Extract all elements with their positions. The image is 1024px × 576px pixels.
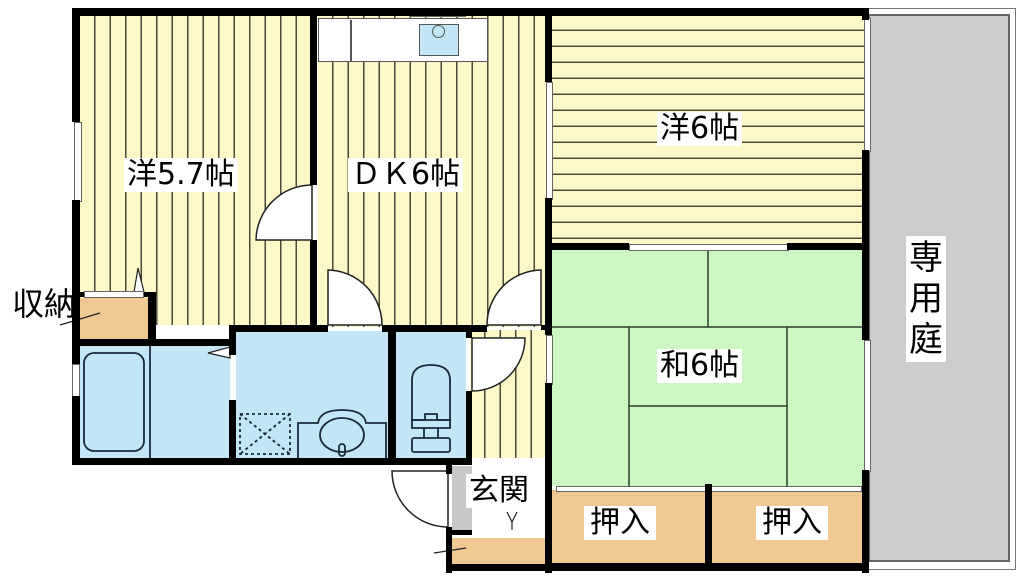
bathroom-floor bbox=[78, 346, 230, 458]
wall-bottom-right bbox=[545, 563, 869, 571]
window-bathroom bbox=[72, 364, 80, 398]
wall-room2-washitsu-r bbox=[787, 243, 868, 250]
wall-dk-room2-low bbox=[545, 383, 552, 573]
wall-right-top bbox=[862, 8, 869, 20]
storage-closet-floor bbox=[80, 298, 148, 340]
oshiire-1-label: 押入 bbox=[584, 506, 656, 540]
sliding-door-washitsu-hall bbox=[546, 335, 553, 385]
wall-washroom-top bbox=[230, 325, 328, 332]
wall-toilet-hall-low bbox=[466, 391, 472, 462]
wall-top bbox=[72, 8, 868, 16]
kitchen-counter bbox=[318, 18, 488, 62]
wall-right-mid bbox=[862, 150, 869, 340]
entrance-label: 玄関 bbox=[466, 474, 532, 508]
sliding-door-room2-washitsu bbox=[629, 244, 789, 251]
oshiire-2-label: 押入 bbox=[756, 506, 828, 540]
window-room2-east bbox=[864, 18, 871, 152]
wall-storage-right bbox=[148, 292, 156, 346]
wall-dk-room2-mid bbox=[545, 198, 552, 335]
private-garden-text: 専用庭 bbox=[909, 238, 943, 360]
wall-left-mid bbox=[72, 200, 80, 364]
wall-washroom-top-r bbox=[382, 325, 487, 332]
wall-room1-dk bbox=[310, 8, 317, 185]
wall-dk-hall bbox=[541, 325, 551, 330]
window-dk-east bbox=[546, 82, 553, 200]
wall-dk-room2-top bbox=[545, 8, 552, 82]
toilet-floor bbox=[396, 331, 466, 458]
wall-bath-washroom-low bbox=[229, 400, 236, 462]
western-room-2-label: 洋6帖 bbox=[657, 112, 743, 146]
western-room-1-label: 洋5.7帖 bbox=[124, 158, 238, 192]
japanese-room-label: 和6帖 bbox=[657, 349, 743, 383]
wall-room1-dk-lower bbox=[310, 240, 317, 330]
wall-room1-bath bbox=[148, 339, 236, 346]
wall-room2-washitsu-l bbox=[545, 243, 629, 250]
wall-bath-bottom bbox=[72, 458, 472, 465]
wall-oshiire-divider bbox=[705, 484, 712, 570]
wall-left-lower bbox=[72, 396, 80, 464]
storage-label: 収納 bbox=[12, 285, 77, 323]
window-west-room1 bbox=[74, 122, 82, 202]
dining-kitchen-label: ＤＫ6帖 bbox=[348, 158, 464, 192]
sink-drain-icon bbox=[432, 25, 445, 38]
wall-entrance-left-low bbox=[446, 527, 452, 573]
storage-door bbox=[84, 291, 144, 298]
wall-entrance-left bbox=[446, 462, 452, 474]
wall-washroom-toilet bbox=[388, 325, 396, 462]
kitchen-counter-divider bbox=[350, 20, 352, 62]
wall-genkan-step bbox=[452, 530, 472, 535]
storage-text: 収納 bbox=[12, 285, 77, 323]
window-washitsu-east bbox=[864, 340, 871, 472]
wall-toilet-hall bbox=[466, 325, 472, 338]
wall-left-upper bbox=[72, 8, 80, 122]
wall-entrance-bottom bbox=[446, 564, 552, 571]
private-garden-label: 専用庭 bbox=[906, 236, 946, 363]
wall-right-low bbox=[862, 470, 869, 573]
shoe-cabinet bbox=[452, 538, 546, 564]
wall-bath-washroom bbox=[229, 325, 236, 355]
